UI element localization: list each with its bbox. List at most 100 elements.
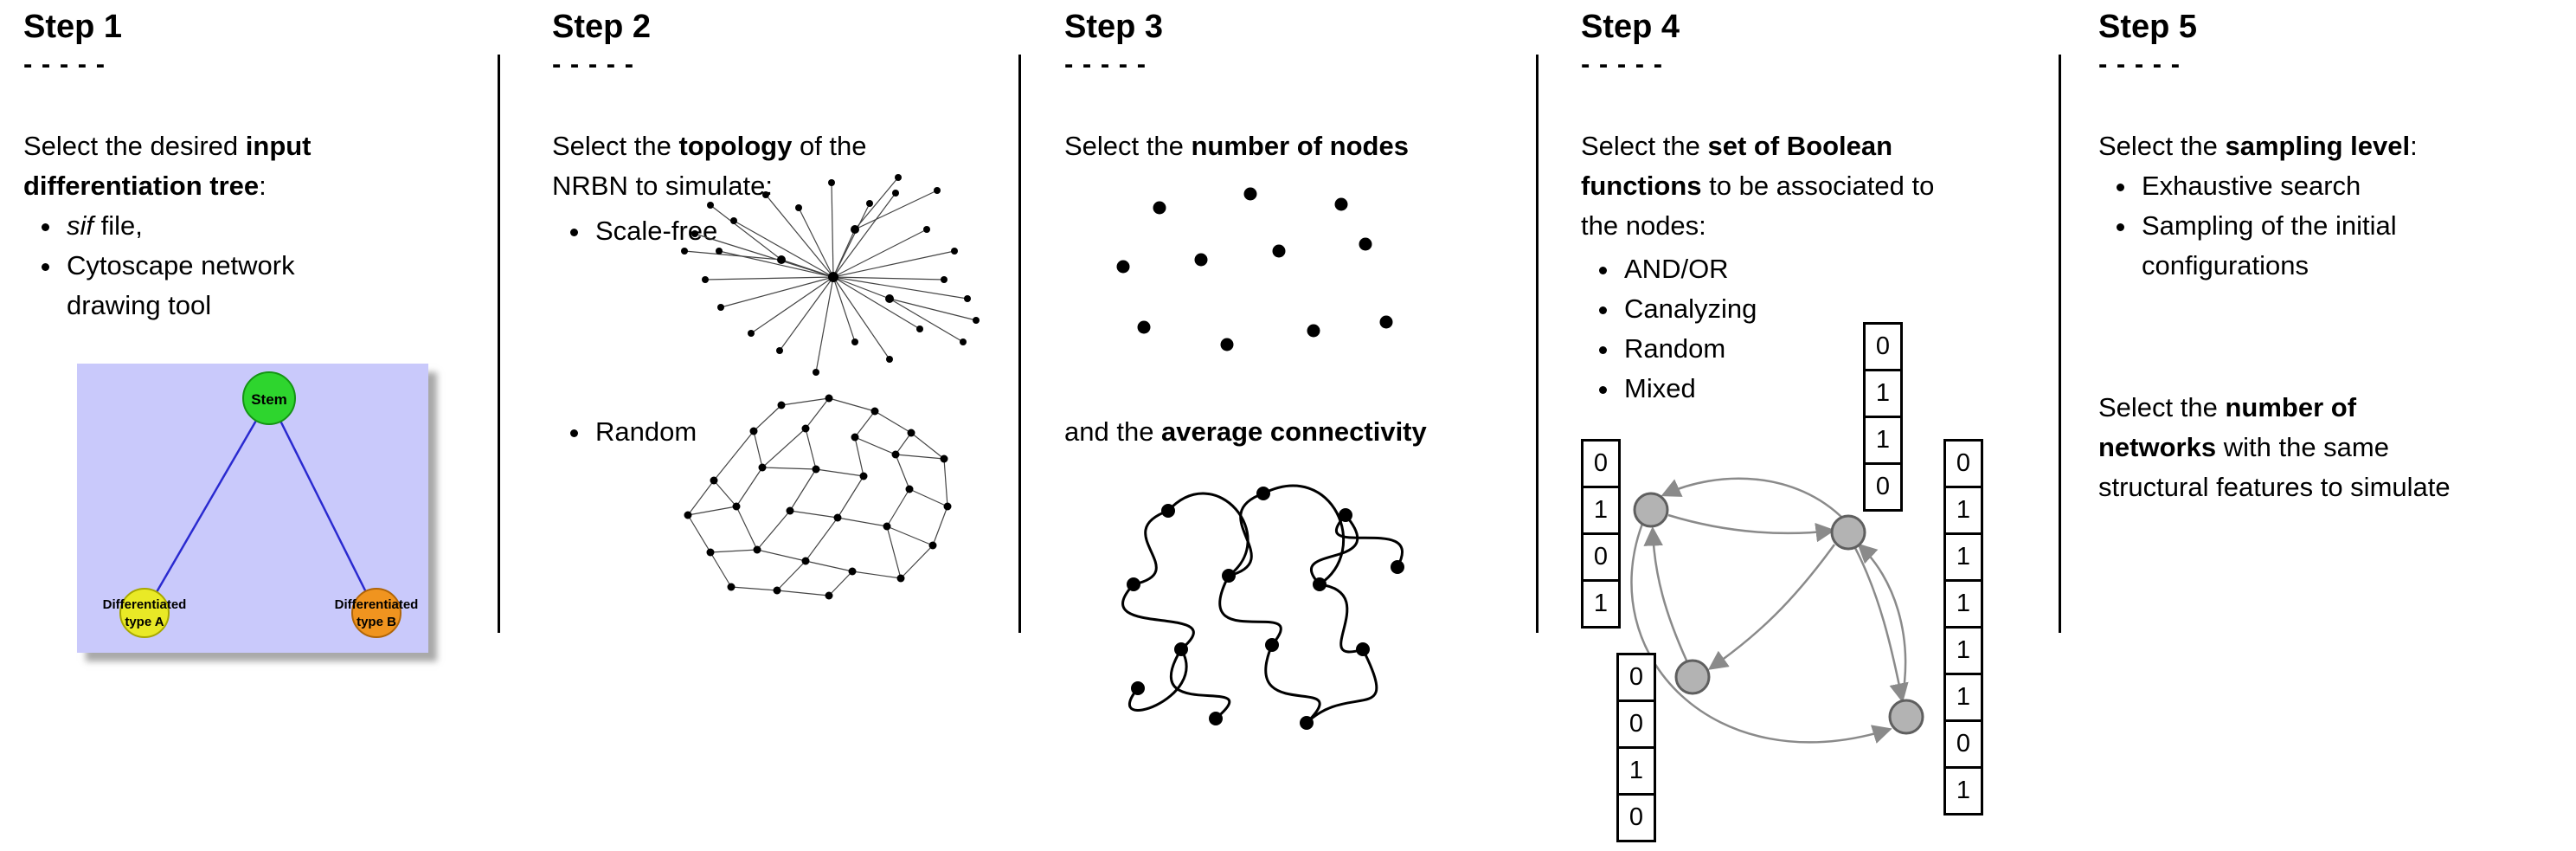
step-2-title: Step 2 bbox=[552, 9, 652, 45]
step-5-column: Step 5 - - - - - Select the sampling lev… bbox=[2098, 0, 2576, 851]
step-5-intro-post: : bbox=[2410, 131, 2418, 161]
truth-table-cell: 1 bbox=[1863, 416, 1903, 465]
truth-table-cell: 1 bbox=[1943, 673, 1983, 722]
sif-rest: file, bbox=[93, 210, 143, 241]
step-4-dashes: - - - - - bbox=[1581, 48, 1664, 79]
dots bbox=[1116, 187, 1393, 351]
bullet-exhaustive-search: Exhaustive search bbox=[2138, 166, 2484, 206]
truth-table-cell: 1 bbox=[1943, 626, 1983, 675]
truth-table-left: 0 1 0 1 bbox=[1581, 439, 1621, 629]
tree-edge-right bbox=[267, 397, 378, 614]
step-1-dashes: - - - - - bbox=[23, 48, 106, 79]
step-4-title: Step 4 bbox=[1581, 9, 1680, 45]
stem-node bbox=[242, 371, 296, 425]
differentiation-tree-figure: Stem Differentiated type A Differentiate… bbox=[77, 364, 428, 653]
step-5-title: Step 5 bbox=[2098, 9, 2198, 45]
step-1-column: Step 1 - - - - - Select the desired inpu… bbox=[23, 0, 495, 851]
step-2-intro-pre: Select the bbox=[552, 131, 679, 161]
type-b-node bbox=[351, 588, 401, 638]
step-2-bullet-random: Random bbox=[552, 412, 851, 452]
truth-table-cell: 1 bbox=[1943, 532, 1983, 582]
truth-table-top: 0 1 1 0 bbox=[1863, 322, 1903, 512]
random-network-graphic bbox=[684, 394, 952, 600]
step-3-title: Step 3 bbox=[1064, 9, 1164, 45]
truth-table-cell: 0 bbox=[1863, 462, 1903, 512]
boolean-network-graphic bbox=[1630, 477, 1924, 744]
boolean-network-figure: 0 1 1 0 0 1 0 1 0 0 1 0 0 1 1 1 1 1 0 1 bbox=[1575, 316, 1988, 851]
step-3-line1: Select the number of nodes bbox=[1064, 126, 1523, 166]
step-2-intro: Select the topology of the NRBN to simul… bbox=[552, 126, 898, 206]
tree-edge-left bbox=[143, 397, 271, 614]
step-5-dashes: - - - - - bbox=[2098, 48, 2181, 79]
step-1-intro-bold: input differentiation tree bbox=[23, 131, 312, 201]
step-5-intro-bold: sampling level bbox=[2225, 131, 2411, 161]
step-1-title: Step 1 bbox=[23, 9, 123, 45]
truth-table-cell: 1 bbox=[1581, 579, 1621, 629]
stem-label: Stem bbox=[251, 391, 287, 408]
bullet-canalyzing: Canalyzing bbox=[1621, 289, 1906, 329]
truth-table-cell: 1 bbox=[1943, 486, 1983, 535]
step-4-intro-bold: set of Boolean functions bbox=[1581, 131, 1893, 201]
step-2-dashes: - - - - - bbox=[552, 48, 635, 79]
truth-table-bottom: 0 0 1 0 bbox=[1616, 653, 1656, 842]
step-3-line1-bold: number of nodes bbox=[1191, 131, 1409, 161]
step-3-dashes: - - - - - bbox=[1064, 48, 1147, 79]
step-3-line2-pre: and the bbox=[1064, 416, 1162, 447]
connectivity-tangle-graphic bbox=[1121, 484, 1404, 730]
scale-free-edges bbox=[684, 177, 977, 373]
step-5-bullet-list: Exhaustive search Sampling of the initia… bbox=[2098, 166, 2484, 286]
boolean-node-d bbox=[1888, 699, 1924, 735]
type-a-label-line2: type A bbox=[125, 615, 164, 629]
type-a-node bbox=[119, 588, 170, 638]
nodes-dots-graphic bbox=[1116, 187, 1393, 351]
step-2-intro-post: of the NRBN to simulate: bbox=[552, 131, 867, 201]
scale-free-nodes bbox=[681, 174, 980, 376]
note-line2-rest: with the same bbox=[2216, 432, 2389, 462]
step-1-intro-post: : bbox=[259, 171, 267, 201]
step-3-column: Step 3 - - - - - Select the number of no… bbox=[1064, 0, 1532, 851]
step-1-intro-pre: Select the desired bbox=[23, 131, 246, 161]
step-4-intro-pre: Select the bbox=[1581, 131, 1708, 161]
random-nodes bbox=[684, 394, 952, 600]
step-2-bullet-scale-free: Scale-free bbox=[552, 211, 851, 251]
step-4-column: Step 4 - - - - - Select the set of Boole… bbox=[1581, 0, 2052, 851]
tangle-edges bbox=[1121, 484, 1404, 725]
step-3-line2: and the average connectivity bbox=[1064, 412, 1523, 452]
boolean-node-c bbox=[1674, 659, 1711, 695]
note-line1-pre: Select the bbox=[2098, 392, 2226, 422]
truth-table-cell: 0 bbox=[1616, 653, 1656, 702]
step-3-line1-pre: Select the bbox=[1064, 131, 1192, 161]
truth-table-cell: 1 bbox=[1581, 486, 1621, 535]
network-nodes bbox=[1633, 492, 1924, 735]
bullet-random: Random bbox=[592, 412, 851, 452]
step-4-intro: Select the set of Boolean functions to b… bbox=[1581, 126, 1953, 246]
bullet-cytoscape: Cytoscape network drawing tool bbox=[63, 246, 375, 326]
note-line1-bold: number of bbox=[2225, 392, 2357, 422]
truth-table-cell: 1 bbox=[1616, 746, 1656, 796]
step-4-bullet-list: AND/OR Canalyzing Random Mixed bbox=[1581, 249, 1906, 409]
truth-table-cell: 0 bbox=[1616, 699, 1656, 749]
boolean-node-a bbox=[1633, 492, 1669, 528]
divider-2 bbox=[1018, 55, 1021, 633]
step-3-line2-bold: average connectivity bbox=[1161, 416, 1427, 447]
step-4-intro-post: to be associated to the nodes: bbox=[1581, 171, 1935, 241]
note-line3: structural features to simulate bbox=[2098, 472, 2451, 502]
step-5-intro-pre: Select the bbox=[2098, 131, 2226, 161]
step-2-column: Step 2 - - - - - Select the topology of … bbox=[552, 0, 1015, 851]
type-b-label-line1: Differentiated bbox=[335, 597, 419, 612]
type-b-label-line2: type B bbox=[357, 615, 396, 629]
truth-table-cell: 1 bbox=[1943, 766, 1983, 816]
bullet-sif-file: sif file, bbox=[63, 206, 375, 246]
bullet-mixed: Mixed bbox=[1621, 369, 1906, 409]
step-5-intro: Select the sampling level: bbox=[2098, 126, 2566, 166]
divider-3 bbox=[1536, 55, 1539, 633]
truth-table-cell: 0 bbox=[1616, 793, 1656, 842]
sif-italic: sif bbox=[67, 210, 93, 241]
truth-table-cell: 0 bbox=[1943, 719, 1983, 769]
differentiation-tree-graphic: Stem Differentiated type A Differentiate… bbox=[77, 364, 428, 653]
step-2-intro-bold: topology bbox=[678, 131, 793, 161]
truth-table-cell: 1 bbox=[1943, 579, 1983, 629]
bullet-and-or: AND/OR bbox=[1621, 249, 1906, 289]
tangle-nodes bbox=[1127, 487, 1404, 730]
